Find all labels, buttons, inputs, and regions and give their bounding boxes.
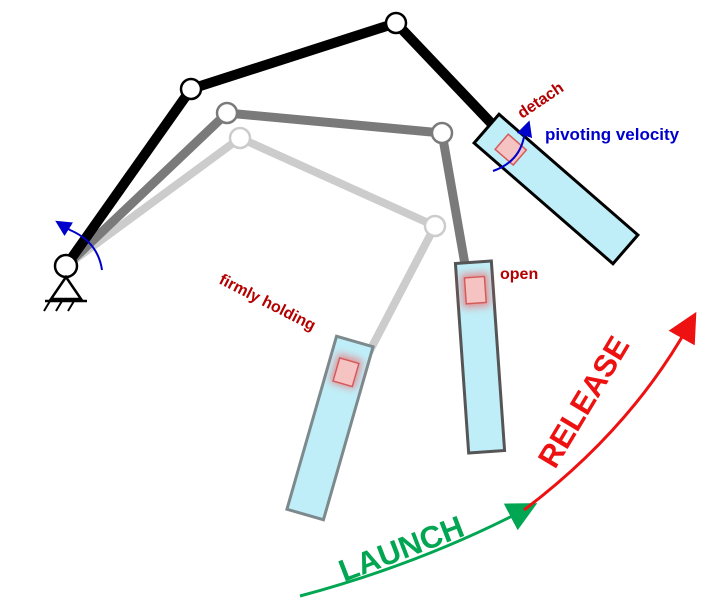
gripper-pad (332, 357, 360, 388)
ground-hatch (55, 300, 63, 312)
label-pivoting-velocity: pivoting velocity (545, 125, 680, 144)
joint-elbow-middle (430, 121, 454, 145)
joint-shoulder-middle (215, 101, 239, 125)
link-2-final (186, 18, 401, 94)
joint-shoulder-final (179, 77, 203, 101)
object-released-final (471, 112, 641, 266)
link-1-initial (62, 134, 244, 270)
gripper-pad (494, 133, 528, 167)
link-2-middle (222, 108, 447, 138)
object-held-middle (453, 259, 507, 455)
arm-pose-initial (62, 126, 447, 522)
arm-pose-middle (61, 101, 507, 455)
release-arrow (523, 311, 697, 512)
base-pivot (43, 220, 103, 312)
label-launch: LAUNCH (334, 509, 469, 589)
link-1-final (61, 84, 196, 271)
base-rotation-arrow-icon (55, 220, 103, 271)
ground-hatch (67, 300, 75, 312)
object-bar (453, 259, 507, 455)
arm-pose-final (61, 11, 641, 271)
link-3-initial (361, 222, 439, 364)
pivoting-velocity-arrow-icon (492, 120, 533, 172)
joint-elbow-initial (423, 214, 447, 238)
link-2-initial (236, 134, 439, 230)
ground-hatch (43, 300, 51, 312)
link-1-middle (61, 108, 232, 271)
object-held-initial (285, 334, 375, 522)
label-firmly-holding: firmly holding (216, 271, 318, 334)
joint-shoulder-initial (228, 126, 252, 150)
label-detach: detach (515, 79, 567, 122)
ground-triangle-icon (48, 274, 84, 301)
label-release: RELEASE (531, 330, 636, 474)
link-3-final (391, 18, 497, 129)
gripper-pad (463, 275, 488, 305)
joint-elbow-final (384, 11, 408, 35)
base-joint (53, 253, 79, 279)
link-3-middle (437, 128, 472, 281)
label-open: open (500, 266, 538, 283)
launch-arrow (299, 503, 538, 598)
